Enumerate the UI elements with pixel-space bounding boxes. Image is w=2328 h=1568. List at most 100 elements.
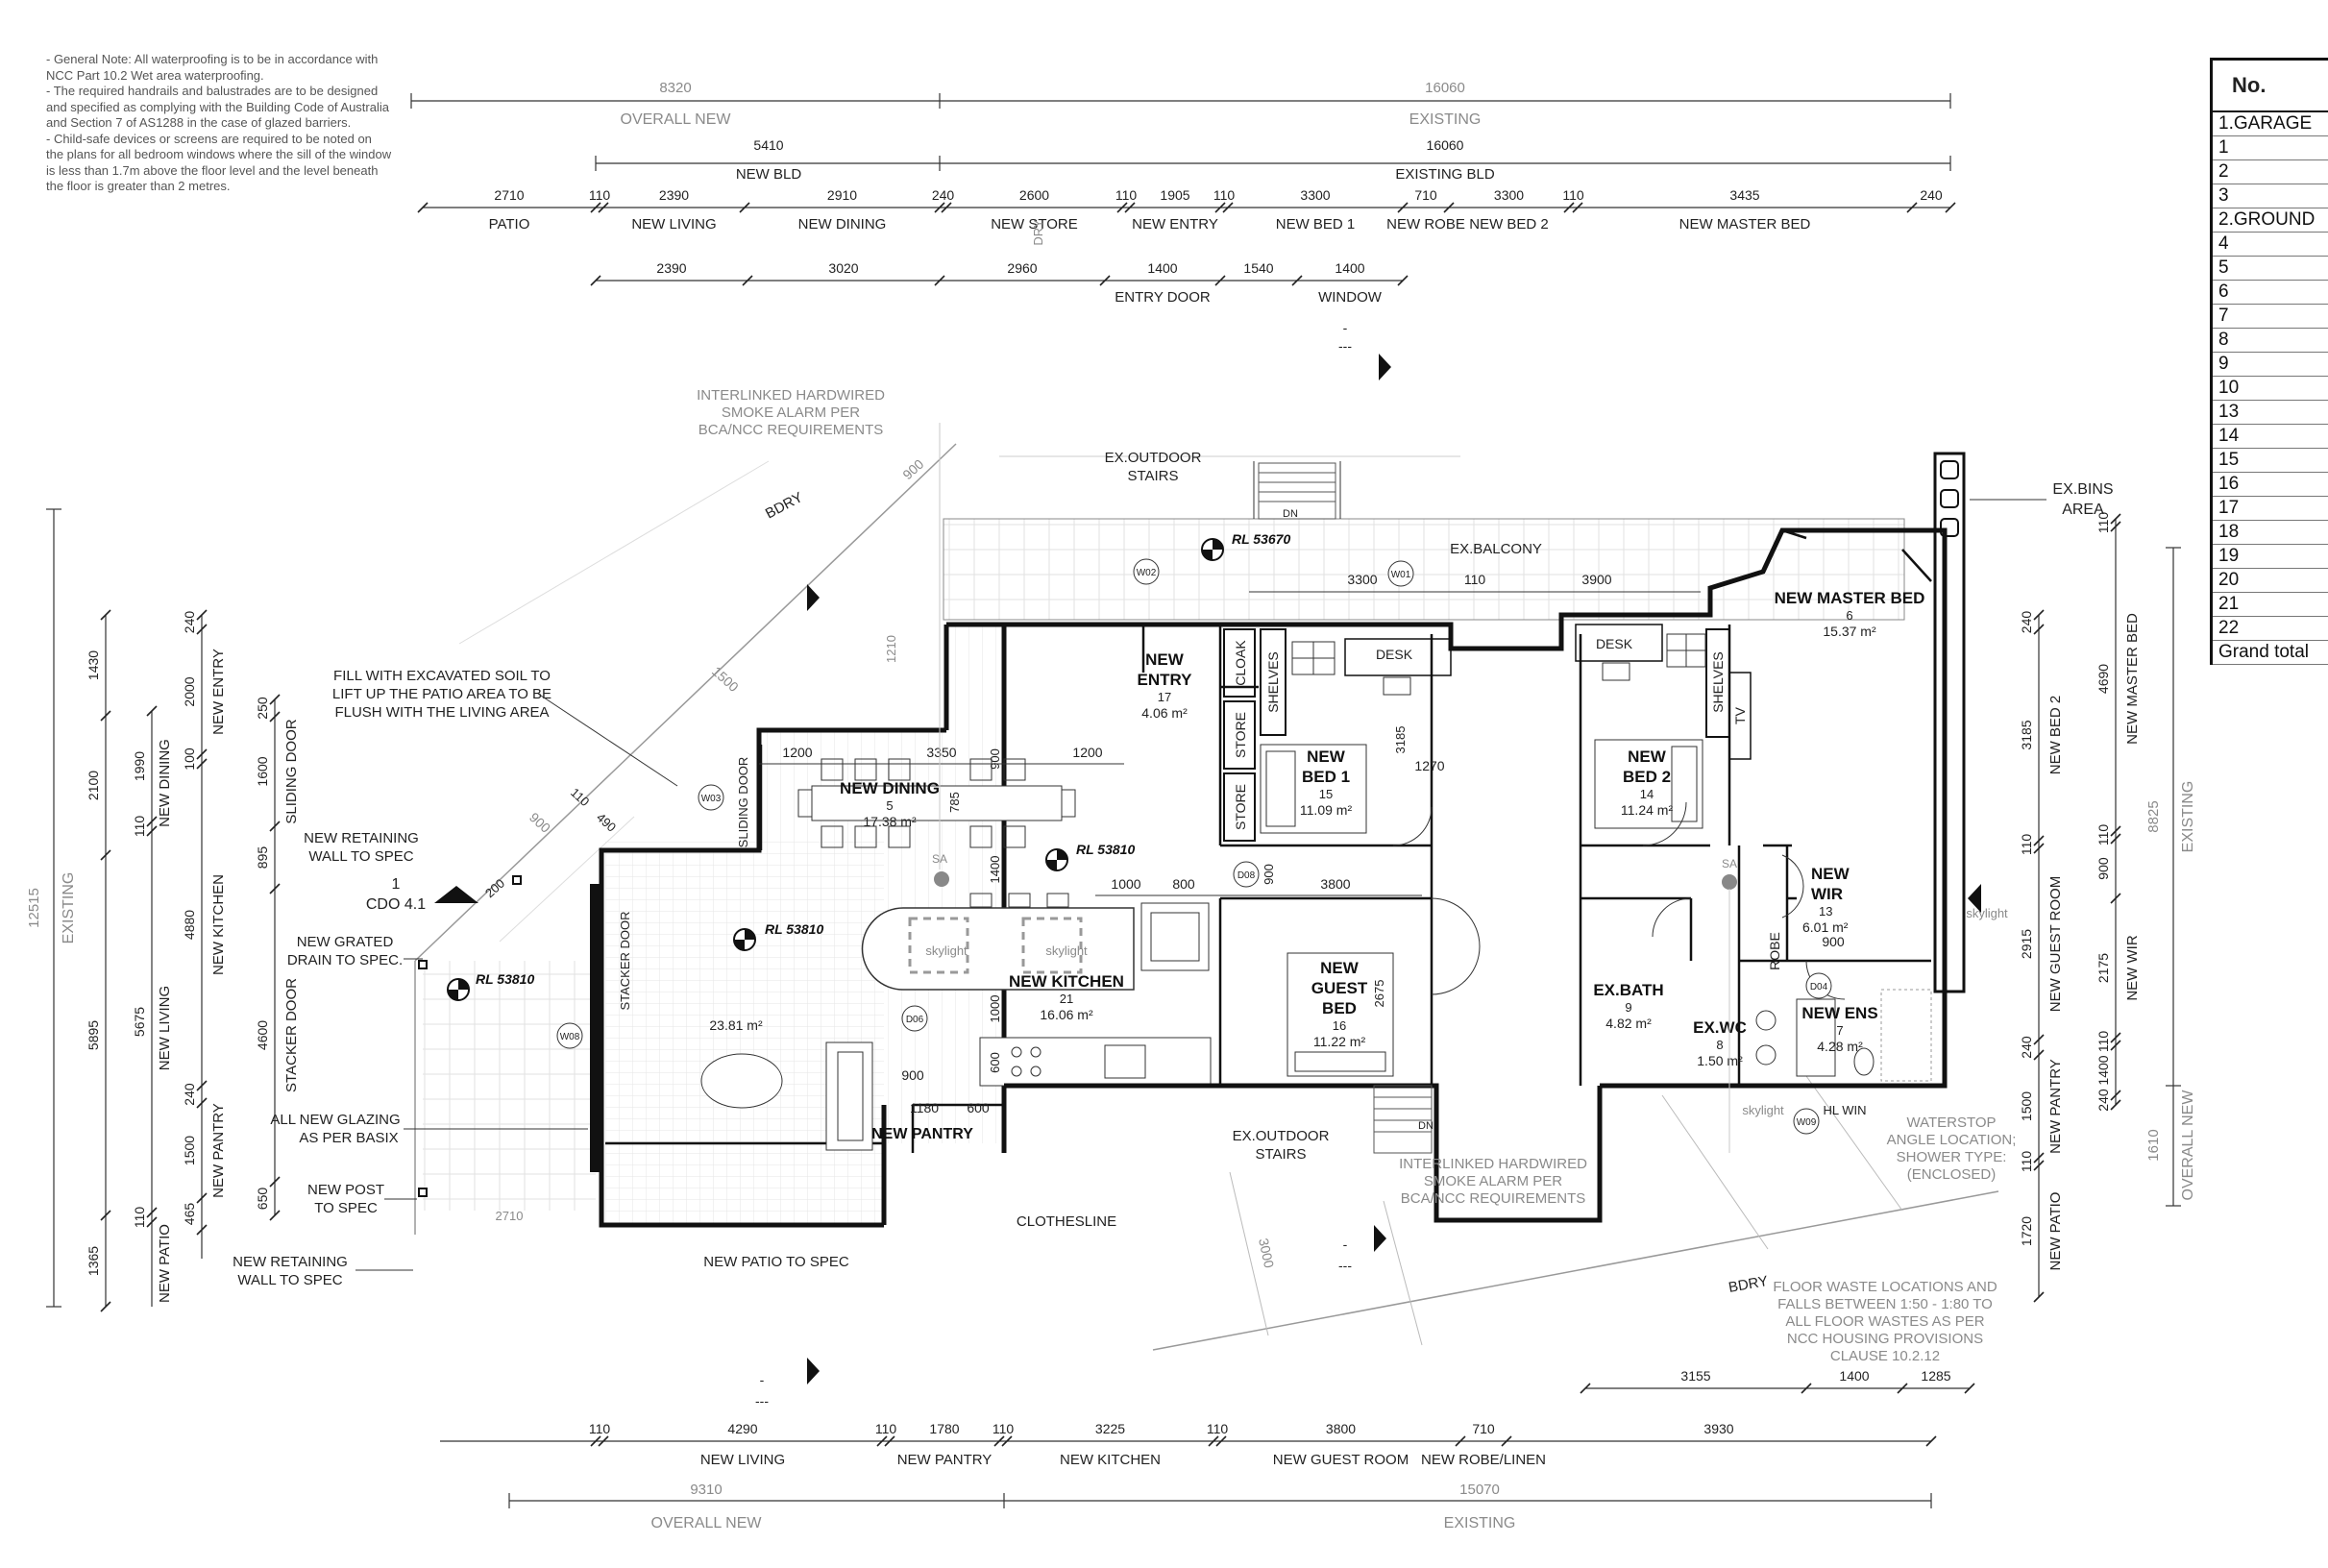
floorwaste-3: ALL FLOOR WASTES AS PER <box>1785 1313 1984 1330</box>
schedule-row: 19 <box>2213 545 2328 569</box>
room-area-bed2: 11.24 m² <box>1621 802 1674 818</box>
room-name-wir-2: WIR <box>1811 885 1843 903</box>
dim-label: NEW ENTRY <box>1132 216 1218 233</box>
skylight-1: skylight <box>925 943 968 958</box>
room-name-pantry-partial: NEW PANTRY <box>871 1126 973 1142</box>
post-1: NEW POST <box>307 1182 384 1198</box>
ex-balcony-label: EX.BALCONY <box>1450 541 1542 557</box>
bins-area <box>1933 452 1966 993</box>
grated-1: NEW GRATED <box>297 934 394 950</box>
dim-value: 2960 <box>1007 260 1037 276</box>
rl-53670: RL 53670 <box>1232 531 1290 547</box>
dim-value: 3435 <box>1729 187 1759 203</box>
dim-label: NEW MASTER BED <box>2124 613 2141 745</box>
right-label-overall-new: OVERALL NEW <box>2180 1090 2196 1201</box>
room-name-guest-3: BED <box>1322 999 1357 1017</box>
dim-label: NEW LIVING <box>631 216 716 233</box>
tv-label: TV <box>1732 706 1748 724</box>
dim-label: STACKER DOOR <box>283 978 300 1092</box>
retaining-top-2: WALL TO SPEC <box>308 848 413 865</box>
dim-label: NEW BED 2 <box>1469 216 1549 233</box>
dim-label: NEW PATIO <box>2047 1192 2064 1271</box>
room-area-entry: 4.06 m² <box>1141 705 1188 721</box>
dim-2710-patio: 2710 <box>496 1209 524 1223</box>
dim-value: 4290 <box>727 1421 757 1436</box>
dim-value: 2710 <box>494 187 524 203</box>
shelves-label-2: SHELVES <box>1710 651 1726 713</box>
room-name-bed1-2: BED 1 <box>1302 768 1350 786</box>
section-dash3-mid: --- <box>1338 1258 1352 1273</box>
dim-value: 110 <box>1213 187 1236 203</box>
dim-value: 5675 <box>132 1007 147 1037</box>
ex-outdoor-stairs-bot-2: STAIRS <box>1255 1146 1306 1163</box>
section-dash-mid: - <box>1343 1237 1348 1252</box>
rl-marker-1: RL 53670 <box>1201 531 1290 561</box>
room-area-wir: 6.01 m² <box>1802 919 1849 935</box>
smoke-note-bot-3: BCA/NCC REQUIREMENTS <box>1401 1190 1586 1207</box>
room-area-master: 15.37 m² <box>1823 624 1876 639</box>
schedule-row: 21 <box>2213 593 2328 617</box>
floorwaste-1: FLOOR WASTE LOCATIONS AND <box>1773 1279 1997 1295</box>
fill-note-2: LIFT UP THE PATIO AREA TO BE <box>332 686 551 702</box>
schedule-row: 3 <box>2213 184 2328 208</box>
new-extension <box>418 622 1212 1228</box>
dim-value: 4690 <box>2095 664 2111 694</box>
dim-value: 110 <box>589 1421 611 1436</box>
dim-value: 250 <box>255 697 270 720</box>
dim-1000b: 1000 <box>988 995 1002 1023</box>
dim-value: 110 <box>2095 824 2111 846</box>
dim-900-bed1: 900 <box>1262 864 1276 885</box>
dim-value: 3155 <box>1680 1368 1710 1384</box>
dim-value: 1400 <box>2095 1055 2111 1085</box>
schedule-row: 14 <box>2213 425 2328 449</box>
rl-markers: RL 53670 RL 53810 RL 53810 RL 53810 <box>447 531 1290 1001</box>
dim-value: 110 <box>2095 1031 2111 1053</box>
top-label-new-bld: NEW BLD <box>736 166 802 183</box>
right-dim-overall-new: 1610 <box>2145 1129 2162 1161</box>
dim-900b: 900 <box>901 1067 924 1083</box>
room-num-bed1: 15 <box>1319 787 1333 801</box>
dim-value: 3300 <box>1300 187 1330 203</box>
dim-value: 1365 <box>86 1246 101 1276</box>
room-area-bath: 4.82 m² <box>1605 1016 1652 1031</box>
room-name-kitchen: NEW KITCHEN <box>1009 972 1124 991</box>
store-label-2: STORE <box>1233 784 1248 830</box>
schedule-row: 2.GROUND <box>2213 208 2328 233</box>
cloak-label: CLOAK <box>1233 640 1248 686</box>
smoke-alarm-icon-1 <box>934 871 949 887</box>
smoke-note-top-2: SMOKE ALARM PER <box>722 404 860 421</box>
post-2: TO SPEC <box>314 1200 378 1216</box>
dim-value: 3300 <box>1494 187 1524 203</box>
plan-internal-dims: 1200 3350 1200 900 785 1400 1000 800 380… <box>496 726 1845 1223</box>
robe-label: ROBE <box>1767 932 1782 970</box>
dim-value: 2390 <box>656 260 686 276</box>
dim-3900-balcony: 3900 <box>1581 572 1611 587</box>
dim-3000: 3000 <box>1256 1237 1277 1269</box>
dim-value: 1400 <box>1839 1368 1869 1384</box>
dim-value: 4880 <box>182 910 197 940</box>
top-dimensions: 8320 16060 OVERALL NEW EXISTING 5410 160… <box>410 80 1956 306</box>
floorwaste-5: CLAUSE 10.2.12 <box>1830 1348 1940 1364</box>
room-area-guest: 11.22 m² <box>1313 1034 1366 1049</box>
schedule-row: 22 <box>2213 617 2328 641</box>
dim-label: NEW PANTRY <box>897 1452 992 1468</box>
room-num-entry: 17 <box>1158 690 1171 704</box>
waterstop-4: (ENCLOSED) <box>1907 1166 1997 1183</box>
left-label-dining: NEW DINING <box>157 739 173 827</box>
dim-value: 710 <box>1414 187 1437 203</box>
desk-label-1: DESK <box>1376 647 1413 662</box>
tag-w02: W02 <box>1137 568 1157 578</box>
rl-53810-kitchen: RL 53810 <box>1076 842 1135 857</box>
dim-900-dining: 900 <box>988 748 1002 770</box>
dim-value: 2915 <box>2019 929 2034 959</box>
smoke-note-top-3: BCA/NCC REQUIREMENTS <box>698 422 884 438</box>
glazing-2: AS PER BASIX <box>299 1130 398 1146</box>
dim-1180: 1180 <box>910 1100 939 1115</box>
tag-w03: W03 <box>701 794 722 804</box>
